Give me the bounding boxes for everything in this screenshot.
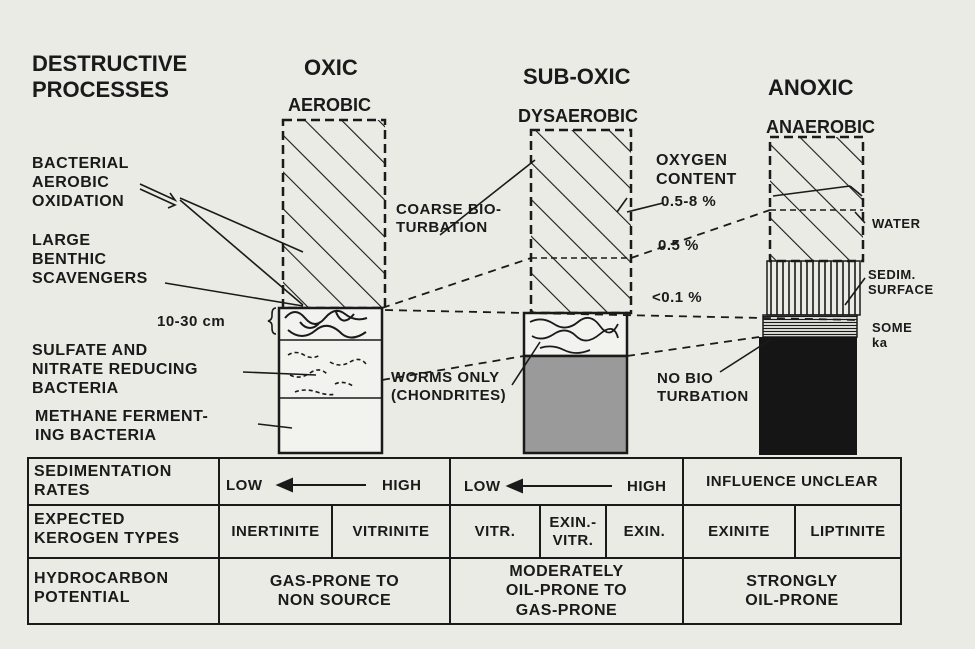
correlation-lines — [381, 209, 858, 381]
anoxic-black-sediment — [759, 337, 857, 455]
oxygen-low-label: <0.1 % — [652, 289, 703, 306]
bacterial-oxidation-label: BACTERIAL AEROBIC OXIDATION — [32, 155, 129, 210]
oxygen-content-label: OXYGEN CONTENT — [656, 152, 737, 188]
suboxic-water-hatch — [531, 130, 631, 313]
kerogen-vitrinite: VITRINITE — [352, 522, 430, 540]
anaerobic-label: ANAEROBIC — [766, 117, 876, 137]
leader-lines — [139, 159, 866, 429]
potential-suboxic: MODERATELY OIL-PRONE TO GAS-PRONE — [505, 563, 628, 619]
sedimentation-rates-header: SEDIMENTATION RATES — [34, 463, 172, 500]
table-grid — [27, 457, 902, 625]
no-bioturbation-label: NO BIO TURBATION — [657, 370, 749, 405]
kerogen-types-header: EXPECTED KEROGEN TYPES — [34, 511, 180, 548]
hydrocarbon-potential-header: HYDROCARBON POTENTIAL — [34, 570, 169, 607]
diagram-graphics — [27, 118, 902, 625]
anoxic-water-hatch — [770, 137, 863, 261]
anoxic-rate-cell: INFLUENCE UNCLEAR — [706, 472, 878, 490]
water-label: WATER — [872, 216, 921, 231]
suboxic-sediment-gray — [522, 354, 629, 455]
suboxic-water-outline — [529, 128, 633, 315]
destructive-processes-heading: DESTRUCTIVE PROCESSES — [32, 51, 188, 102]
kerogen-liptinite: LIPTINITE — [810, 522, 886, 540]
worms-only-label: WORMS ONLY (CHONDRITES) — [391, 369, 507, 404]
suboxic-rate-high: HIGH — [627, 478, 667, 495]
oxic-rate-high: HIGH — [382, 477, 422, 494]
oxic-sediment — [277, 306, 384, 455]
suboxic-burrows — [529, 316, 619, 354]
kerogen-inertinite: INERTINITE — [231, 522, 320, 540]
depth-label: 10-30 cm — [157, 313, 226, 330]
rate-arrows — [275, 477, 612, 494]
oxic-burrows — [284, 309, 368, 339]
sulfate-bacteria-label: SULFATE AND NITRATE REDUCING BACTERIA — [32, 342, 198, 397]
oxic-water-hatch — [283, 120, 385, 308]
kerogen-exin: EXIN. — [623, 522, 666, 540]
anoxic-water-outline — [768, 135, 865, 263]
oxygen-high-label: 0.5-8 % — [661, 193, 717, 210]
suboxic-column — [522, 128, 633, 455]
kerogen-vitr: VITR. — [474, 522, 516, 540]
oxic-column — [277, 118, 387, 455]
oxic-heading: OXIC — [304, 55, 358, 80]
anoxic-column — [759, 135, 865, 455]
some-ka-label: SOME ka — [872, 320, 913, 351]
anoxic-heading: ANOXIC — [768, 75, 854, 100]
benthic-scavengers-label: LARGE BENTHIC SCAVENGERS — [32, 232, 148, 287]
oxygen-mid-label: 0.5 % — [658, 237, 699, 254]
potential-anoxic: STRONGLY OIL-PRONE — [745, 572, 839, 609]
anoxic-vertical-zone — [766, 260, 861, 316]
depth-brace — [267, 307, 277, 335]
bacterial-arrow — [139, 183, 178, 209]
dysaerobic-label: DYSAEROBIC — [518, 106, 639, 126]
suboxic-rate-low: LOW — [464, 478, 501, 495]
aerobic-label: AEROBIC — [288, 95, 372, 115]
oxic-rate-low: LOW — [226, 477, 263, 494]
oxic-mottles — [287, 351, 367, 396]
sediment-surface-label: SEDIM. SURFACE — [868, 267, 934, 298]
methane-bacteria-label: METHANE FERMENT- ING BACTERIA — [35, 408, 209, 444]
potential-oxic: GAS-PRONE TO NON SOURCE — [269, 572, 400, 609]
kerogen-exin-vitr: EXIN.- VITR. — [549, 513, 597, 549]
kerogen-exinite: EXINITE — [708, 522, 770, 540]
suboxic-heading: SUB-OXIC — [523, 64, 631, 89]
coarse-bioturbation-label: COARSE BIO- TURBATION — [396, 201, 502, 236]
